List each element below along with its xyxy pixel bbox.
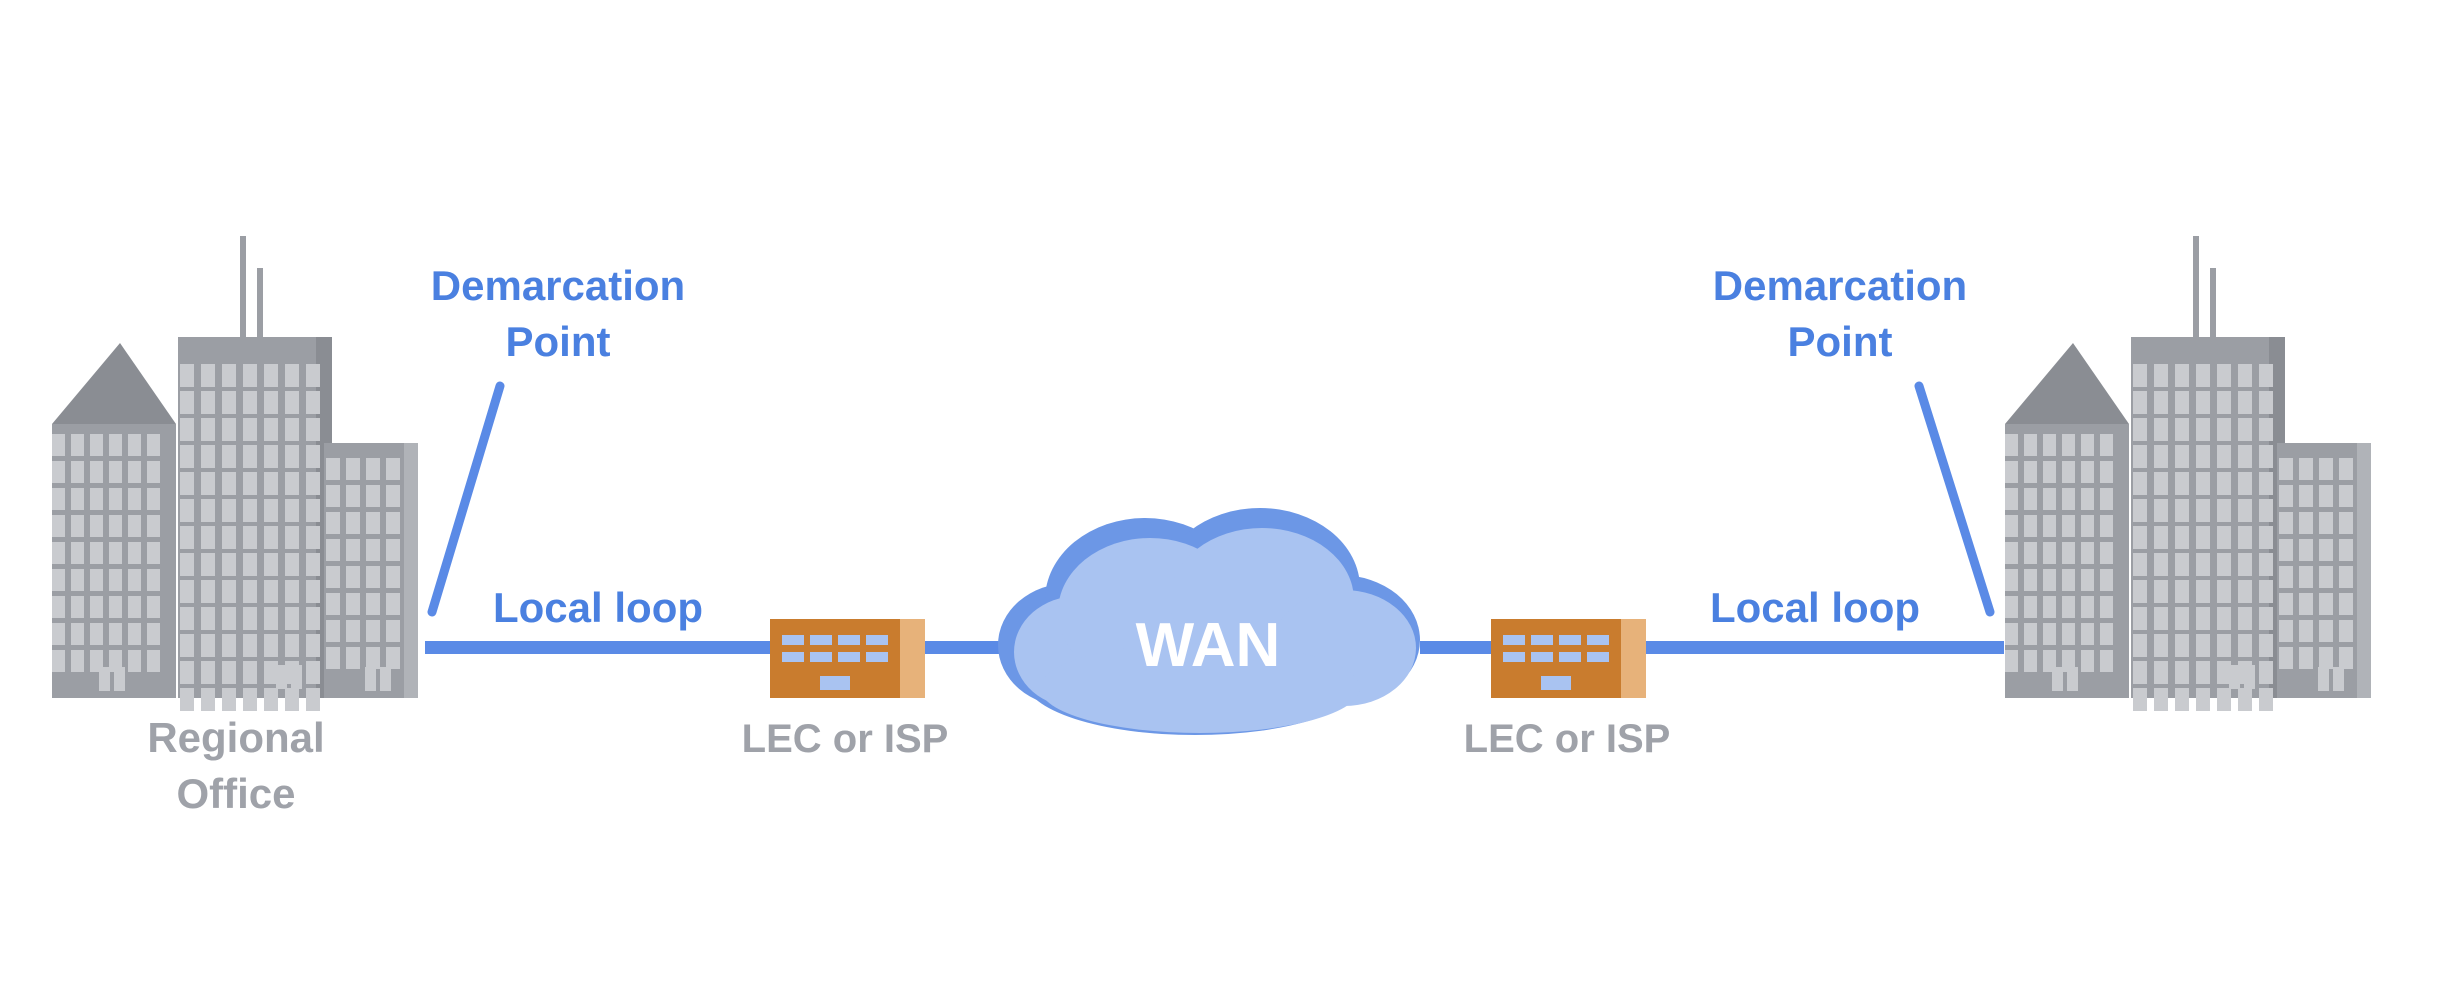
regional-office-label-line2: Office <box>176 770 295 817</box>
left-isp-to-cloud-line <box>922 641 1004 654</box>
right-demarcation-label-line2: Point <box>1788 318 1893 365</box>
left-local-loop-label: Local loop <box>493 584 703 631</box>
left-lec-isp-label: LEC or ISP <box>742 717 949 761</box>
right-cloud-to-isp-line <box>1420 641 1495 654</box>
left-demarcation-label-line1: Demarcation <box>431 262 685 309</box>
network-links <box>425 641 2004 654</box>
left-local-loop-line <box>425 641 780 654</box>
left-lec-isp-device-icon <box>770 619 925 698</box>
regional-office-label-line1: Regional <box>147 714 324 761</box>
wan-cloud-icon <box>998 508 1420 735</box>
right-local-loop-line <box>1644 641 2004 654</box>
wan-label: WAN <box>1136 611 1281 680</box>
right-lec-isp-label: LEC or ISP <box>1464 717 1671 761</box>
right-demarcation-pointer <box>1914 381 1995 617</box>
right-demarcation-label-line1: Demarcation <box>1713 262 1967 309</box>
regional-office-building-icon <box>52 236 418 711</box>
right-local-loop-label: Local loop <box>1710 584 1920 631</box>
left-demarcation-label-line2: Point <box>506 318 611 365</box>
left-demarcation-pointer <box>427 381 505 617</box>
remote-office-building-icon <box>2005 236 2371 711</box>
right-lec-isp-device-icon <box>1491 619 1646 698</box>
